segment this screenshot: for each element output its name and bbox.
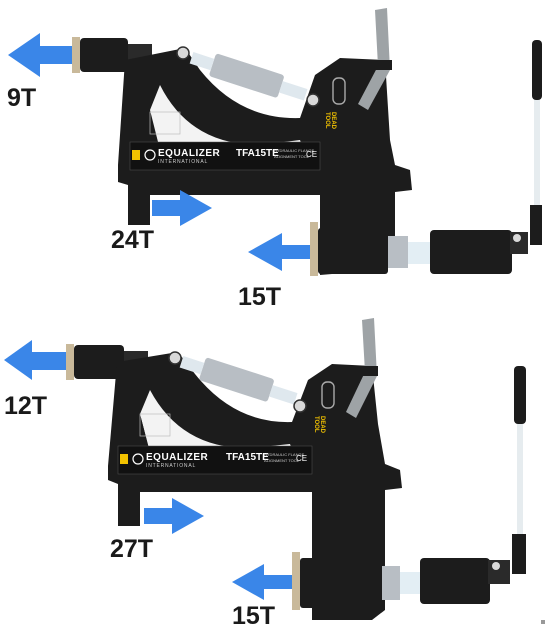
mid-push-force-label: 24T	[111, 226, 155, 254]
tool-illustration-top	[8, 8, 542, 276]
side-slot	[321, 381, 335, 409]
pivot-knob-right	[293, 399, 307, 413]
side-badge: DEAD TOOL	[313, 416, 325, 433]
label-plate	[117, 445, 313, 475]
top-ram-ring	[66, 344, 74, 380]
bottom-pull-force-label: 15T	[238, 283, 282, 311]
gauge-icon	[132, 453, 144, 465]
description-line-2: ALIGNMENT TOOL	[264, 458, 300, 463]
bottom-pull-arrow	[232, 564, 294, 600]
corner-mark	[541, 620, 545, 624]
top-pull-force-label: 9T	[7, 84, 37, 112]
side-badge-line-1: DEAD	[330, 112, 336, 130]
pivot-knob-left	[168, 351, 182, 365]
side-badge-line-2: TOOL	[324, 112, 330, 129]
brand-sub: INTERNATIONAL	[146, 463, 197, 469]
model-label: TFA15TE	[236, 148, 279, 159]
top-ram-piston	[74, 345, 124, 379]
top-pull-arrow	[8, 33, 76, 77]
description-line-2: ALIGNMENT TOOL	[274, 154, 310, 159]
ce-mark: CE	[306, 150, 318, 159]
side-slot	[332, 77, 346, 105]
tool-illustration-bottom	[4, 318, 526, 620]
hand-pump	[420, 558, 490, 604]
side-badge-line-2: TOOL	[313, 416, 319, 433]
gauge-icon	[144, 149, 156, 161]
top-ram-piston	[80, 38, 128, 72]
pivot-knob-left	[176, 46, 190, 60]
spreader-cylinder	[209, 53, 284, 98]
bottom-ram-body	[300, 558, 382, 608]
mid-push-arrow	[144, 498, 204, 534]
spreader-cylinder	[199, 357, 274, 402]
hand-pump	[430, 230, 512, 274]
brand-logo: EQUALIZER	[158, 148, 221, 159]
bottom-pull-force-label: 15T	[232, 602, 276, 630]
pump-handle	[358, 8, 390, 110]
bottom-ram-body	[318, 228, 388, 274]
bottom-pull-arrow	[248, 233, 312, 271]
bottom-ram-ring	[292, 552, 300, 610]
pivot-knob-right	[306, 93, 320, 107]
pump-rod	[532, 40, 542, 100]
top-pull-arrow	[4, 340, 66, 380]
mid-push-force-label: 27T	[110, 535, 154, 563]
pump-rod	[514, 366, 526, 424]
description-line-1: HYDRAULIC FLANGE	[264, 452, 305, 457]
side-badge-line-1: DEAD	[319, 416, 325, 434]
warning-icon	[120, 454, 128, 464]
brand-logo: EQUALIZER	[146, 452, 209, 463]
mid-push-arrow	[152, 190, 212, 226]
top-pull-force-label: 12T	[4, 392, 48, 420]
label-plate	[129, 141, 321, 171]
bottom-ram-ring	[310, 222, 318, 276]
configuration-top: EQUALIZER INTERNATIONAL TFA15TE HYDRAULI…	[0, 0, 548, 314]
top-ram-ring	[72, 37, 80, 73]
side-badge: DEAD TOOL	[324, 112, 336, 129]
tool-body	[108, 352, 402, 620]
warning-icon	[132, 150, 140, 160]
pump-handle	[346, 318, 377, 418]
ce-mark: CE	[296, 454, 308, 463]
description-line-1: HYDRAULIC FLANGE	[274, 148, 315, 153]
configuration-bottom: EQUALIZER INTERNATIONAL TFA15TE HYDRAULI…	[0, 314, 548, 630]
model-label: TFA15TE	[226, 452, 269, 463]
brand-sub: INTERNATIONAL	[158, 159, 209, 165]
